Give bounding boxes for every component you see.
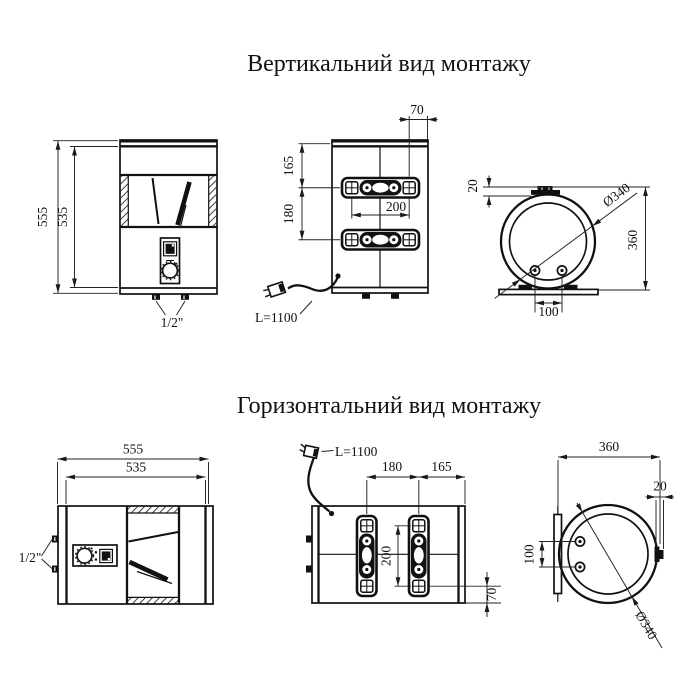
power-cord: L=1100 xyxy=(299,443,378,517)
dim-diameter-label: Ø340 xyxy=(632,608,660,642)
tank-outline xyxy=(311,505,466,604)
cable-length-label: L=1100 xyxy=(335,444,378,459)
wall-bracket-upper xyxy=(340,176,421,199)
dim-bracket-to-edge-label: 165 xyxy=(431,459,452,474)
display xyxy=(163,241,178,257)
tank-outline xyxy=(331,139,429,294)
dim-pipe-spacing-label: 100 xyxy=(538,304,559,319)
dim-standoff-label: 20 xyxy=(465,179,480,193)
hatch-strip-top xyxy=(128,506,178,513)
wall-bracket-lower xyxy=(340,228,421,251)
dim-overall-width-label: 360 xyxy=(599,439,620,454)
horizontal-back-view: L=1100 180 165 200 70 xyxy=(299,443,501,617)
pipe-nipple xyxy=(181,294,189,300)
dim-bracket-spacing-label: 180 xyxy=(382,459,403,474)
tank-shell xyxy=(499,193,597,290)
wall-bracket-right xyxy=(407,514,430,598)
pipe-thread-label: 1/2" xyxy=(19,550,42,565)
dim-total-length-label: 555 xyxy=(123,442,144,457)
pipe-thread-label: 1/2" xyxy=(161,315,184,330)
dim-bracket-spacing-label: 180 xyxy=(281,204,296,225)
pipe-nipple xyxy=(362,293,370,299)
power-plug-icon xyxy=(299,443,320,460)
side-bracket xyxy=(654,546,660,562)
power-cord: L=1100 xyxy=(255,273,341,325)
dim-diameter-label: Ø340 xyxy=(600,180,633,210)
dim-standoff-label: 20 xyxy=(653,479,667,494)
dim-edge-offset-label: 70 xyxy=(410,102,424,117)
hatch-strip-right xyxy=(208,176,217,226)
dim-body-length-label: 535 xyxy=(126,460,147,475)
dim-hole-spacing-label: 200 xyxy=(386,199,407,214)
pipe-port xyxy=(556,265,568,276)
dim-bottom-offset-label: 70 xyxy=(484,588,499,602)
base-flange xyxy=(498,288,599,296)
vertical-section-title: Вертикальний вид монтажу xyxy=(247,51,531,77)
foot xyxy=(518,284,532,290)
hatch-strip-bottom xyxy=(128,597,178,604)
dim-body-height-label: 535 xyxy=(55,207,70,228)
thermostat-knob xyxy=(76,547,93,564)
display xyxy=(99,548,114,564)
hatch-strip-left xyxy=(120,176,129,226)
vertical-back-view: L=1100 70 165 180 200 xyxy=(255,102,438,325)
vertical-front-view: 555 535 1/2" xyxy=(35,139,218,330)
horizontal-section-title: Горизонтальний вид монтажу xyxy=(237,393,541,419)
horizontal-side-view: 360 20 100 Ø340 xyxy=(522,439,674,649)
pipe-port xyxy=(529,265,541,276)
tank-outline xyxy=(119,139,218,295)
base-flange xyxy=(553,513,563,595)
foot xyxy=(564,284,578,290)
dim-total-height-label: 555 xyxy=(35,207,50,228)
cable-length-label: L=1100 xyxy=(255,310,298,325)
horizontal-front-view: 555 535 1/2" xyxy=(19,442,214,605)
thermostat-knob xyxy=(161,262,179,279)
top-bracket xyxy=(531,190,560,195)
dim-overall-depth-label: 360 xyxy=(625,230,640,251)
wall-bracket-left xyxy=(355,514,378,598)
vertical-side-view: 20 360 100 Ø340 xyxy=(465,175,650,319)
dim-pipe-spacing-label: 100 xyxy=(522,544,537,565)
dim-hole-spacing-label: 200 xyxy=(379,546,394,567)
control-panel xyxy=(159,237,181,285)
control-panel xyxy=(72,544,118,567)
dim-top-to-bracket-label: 165 xyxy=(281,156,296,177)
pipe-nipple xyxy=(391,293,399,299)
power-plug-icon xyxy=(263,280,287,299)
pipe-nipple xyxy=(306,535,313,543)
tank-shell xyxy=(557,503,659,605)
pipe-nipple xyxy=(152,294,160,300)
tank-outline xyxy=(57,505,214,605)
pipe-nipple xyxy=(306,565,313,573)
